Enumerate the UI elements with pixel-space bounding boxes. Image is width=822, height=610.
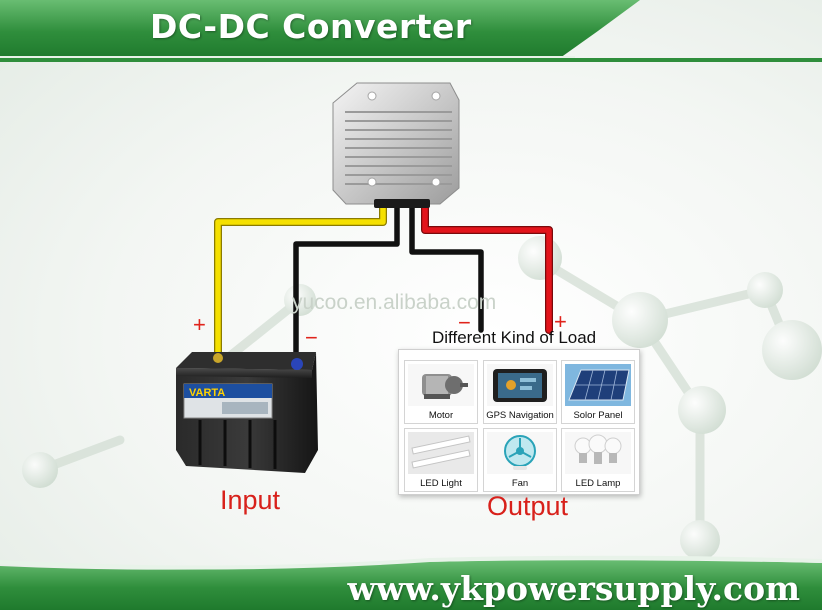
load-tile-fan: Fan	[483, 428, 557, 492]
load-tile-led-lamp: LED Lamp	[561, 428, 635, 492]
page-title: DC-DC Converter	[150, 7, 472, 46]
fan-icon	[487, 432, 553, 474]
load-label-gps-navigation: GPS Navigation	[486, 410, 554, 421]
wire-output-positive	[422, 202, 552, 333]
title-banner	[0, 0, 822, 62]
led-light-icon	[408, 432, 474, 474]
load-panel-heading: Different Kind of Load	[432, 328, 597, 347]
output-plus-sign: +	[554, 309, 567, 334]
wire-input-positive	[215, 202, 386, 358]
battery-brand-text: VARTA	[189, 387, 225, 399]
solar-panel-icon	[565, 364, 631, 406]
wire-input-negative	[293, 202, 400, 369]
wire-output-negative	[409, 202, 484, 333]
input-label: Input	[220, 485, 281, 515]
load-label-fan: Fan	[511, 478, 529, 489]
load-tile-solar-panel: Solor Panel	[561, 360, 635, 424]
load-label-led-light: LED Light	[420, 478, 462, 489]
gps-navigation-icon	[487, 364, 553, 406]
load-label-solar-panel: Solor Panel	[573, 410, 623, 421]
battery: VARTA	[176, 352, 318, 473]
load-tile-motor: Motor	[404, 360, 478, 424]
load-label-motor: Motor	[428, 410, 454, 421]
input-minus-sign: −	[305, 325, 318, 350]
output-minus-sign: −	[458, 310, 471, 335]
output-label: Output	[487, 491, 569, 521]
motor-icon	[408, 364, 474, 406]
footer-banner	[0, 555, 822, 610]
load-label-led-lamp: LED Lamp	[575, 478, 621, 489]
footer-url[interactable]: www.ykpowersupply.com	[347, 569, 800, 608]
load-tile-gps-navigation: GPS Navigation	[483, 360, 557, 424]
watermark-text: yucoo.en.alibaba.com	[292, 291, 497, 314]
load-tile-led-light: LED Light	[404, 428, 478, 492]
dc-dc-converter-module	[332, 82, 460, 208]
input-plus-sign: +	[193, 312, 206, 337]
load-panel: Motor GPS Navigation	[398, 349, 640, 495]
wires	[214, 201, 553, 369]
led-lamp-icon	[565, 432, 631, 474]
